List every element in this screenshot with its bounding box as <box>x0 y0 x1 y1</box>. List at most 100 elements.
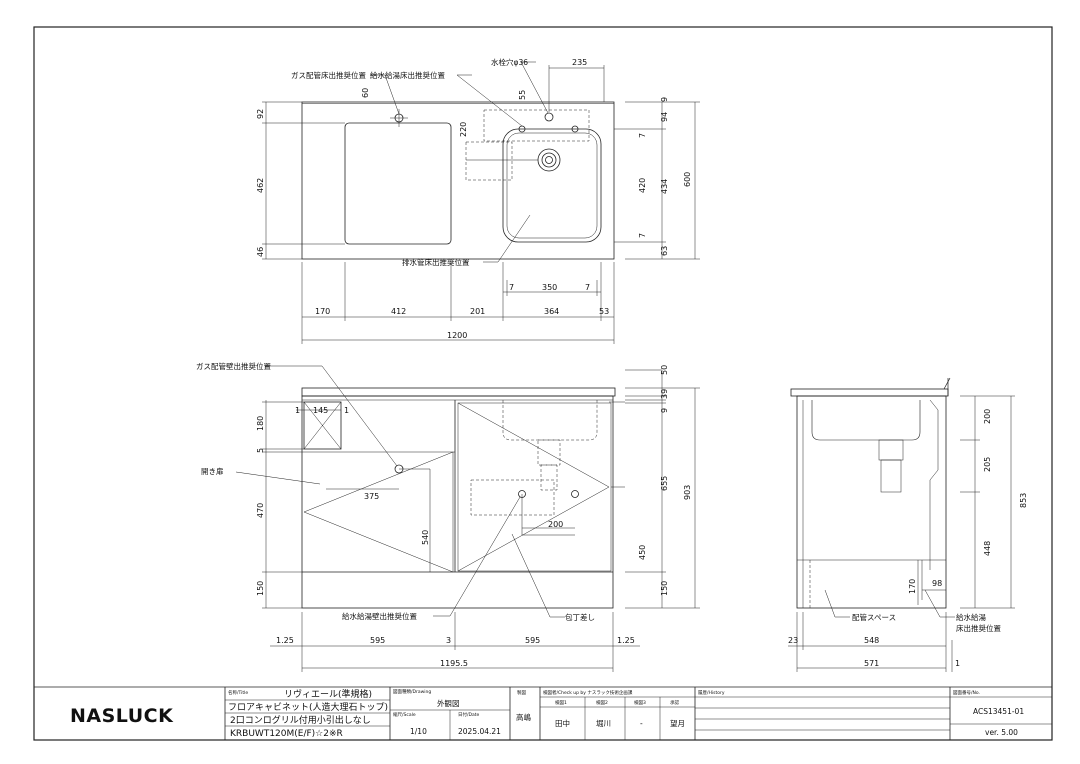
dim-235: 235 <box>572 58 587 67</box>
dim-63: 63 <box>660 246 669 256</box>
dim-94: 94 <box>660 112 669 122</box>
dim-600: 600 <box>683 172 692 187</box>
callout-side-water-2: 床出推奨位置 <box>956 623 1001 633</box>
dim-450: 450 <box>638 545 647 560</box>
callout-water-wall: 給水給湯壁出推奨位置 <box>342 611 417 621</box>
number-value: ACS13451-01 <box>973 707 1024 716</box>
nasluck-logo: NASLUCK <box>70 705 174 727</box>
version-value: ver. 5.00 <box>985 728 1018 737</box>
date-label: 日付/Date <box>458 711 480 718</box>
draft-label: 製図 <box>517 689 526 696</box>
dim-150: 150 <box>256 581 265 596</box>
check-v1: 田中 <box>555 718 570 728</box>
callout-faucet-hole: 水栓穴φ36 <box>491 57 528 67</box>
side-view <box>788 377 1015 672</box>
dim-side-170: 170 <box>908 579 917 594</box>
dim-60: 60 <box>361 88 370 98</box>
dim-side-200: 200 <box>983 409 992 424</box>
dim-462: 462 <box>256 178 265 193</box>
side-view-text: 配管スペース 給水給湯 床出推奨位置 200 205 448 853 170 9… <box>788 409 1028 668</box>
dim-470: 470 <box>256 503 265 518</box>
dim-434: 434 <box>660 179 669 194</box>
title-line-4: KRBUWT120M(E/F)☆2※R <box>230 729 343 739</box>
side-cabinet <box>796 395 947 609</box>
cabinet-body <box>301 395 614 609</box>
number-label: 図面番号/No. <box>953 689 980 696</box>
dim-side-23: 23 <box>788 636 798 645</box>
dim-420: 420 <box>638 178 647 193</box>
dim-5: 5 <box>256 448 265 453</box>
dim-92: 92 <box>256 109 265 119</box>
dim-side-98: 98 <box>932 579 942 588</box>
top-view <box>262 61 700 344</box>
dim-412: 412 <box>391 307 406 316</box>
drawing-value: 外観図 <box>437 698 460 708</box>
callout-drain-floor: 排水管床出推奨位置 <box>402 257 470 267</box>
check-h1: 検図1 <box>555 699 567 706</box>
callout-knife: 包丁差し <box>565 612 595 622</box>
countertop-outline <box>301 101 615 260</box>
date-value: 2025.04.21 <box>458 727 501 736</box>
sink-bowl <box>502 128 602 243</box>
draft-value: 高嶋 <box>516 712 531 722</box>
dim-3: 3 <box>446 636 451 645</box>
title-line-2: フロアキャビネット(人造大理石トップ) <box>228 701 388 713</box>
dim-145: 145 <box>313 406 328 415</box>
drawing-label: 図面種類/Drawing <box>393 688 431 695</box>
check-v3: - <box>640 719 643 728</box>
front-view <box>235 365 700 672</box>
dim-50: 50 <box>660 365 669 375</box>
callout-gas-floor: ガス配管床出推奨位置 <box>291 70 366 80</box>
dim-side-571: 571 <box>864 659 879 668</box>
check-h4: 承認 <box>670 699 679 706</box>
dim-1a: 1 <box>295 406 300 415</box>
dim-9: 9 <box>660 97 669 102</box>
dim-side-205: 205 <box>983 457 992 472</box>
dim-7a: 7 <box>638 133 647 138</box>
check-v4: 望月 <box>670 718 685 728</box>
dim-side-448: 448 <box>983 541 992 556</box>
dim-39: 39 <box>660 389 669 399</box>
dim-9-front: 9 <box>660 408 669 413</box>
callout-side-water-1: 給水給湯 <box>956 612 986 622</box>
knife-holder-box <box>303 401 342 450</box>
title-label: 名称/Title <box>228 689 248 696</box>
sheet-frame <box>33 26 1053 741</box>
dim-7b: 7 <box>638 233 647 238</box>
dim-375: 375 <box>364 492 379 501</box>
dim-201: 201 <box>470 307 485 316</box>
dim-595-right: 595 <box>525 636 540 645</box>
title-block <box>34 686 1052 740</box>
history-label: 履歴/History <box>698 690 725 696</box>
callout-door: 開き扉 <box>201 466 224 476</box>
dim-595-left: 595 <box>370 636 385 645</box>
dim-55: 55 <box>518 90 527 100</box>
dim-1195-5: 1195.5 <box>440 659 468 668</box>
dim-7c: 7 <box>509 283 514 292</box>
cooktop-cutout <box>344 122 452 245</box>
dim-1-25-left: 1.25 <box>276 636 294 645</box>
front-view-text: ガス配管壁出推奨位置 開き扉 給水給湯壁出推奨位置 包丁差し 1 145 1 1… <box>196 361 692 668</box>
scale-value: 1/10 <box>410 727 427 736</box>
dim-200: 200 <box>548 520 563 529</box>
dim-655: 655 <box>660 476 669 491</box>
dim-1b: 1 <box>344 406 349 415</box>
callout-water-floor: 給水給湯床出推奨位置 <box>370 70 445 80</box>
check-h2: 検図2 <box>596 699 608 706</box>
front-countertop <box>301 387 616 397</box>
dim-side-853: 853 <box>1019 493 1028 508</box>
dim-170: 170 <box>315 307 330 316</box>
check-h3: 検図3 <box>634 699 646 706</box>
faucet-hole <box>544 112 554 122</box>
dim-53: 53 <box>599 307 609 316</box>
callout-pipe-space: 配管スペース <box>852 612 896 622</box>
title-line-3: 2口コンログリル付用小引出しなし <box>230 714 371 726</box>
dim-1200: 1200 <box>447 331 467 340</box>
top-view-text: ガス配管床出推奨位置 給水給湯床出推奨位置 水栓穴φ36 排水管床出推奨位置 2… <box>256 57 692 340</box>
dim-364: 364 <box>544 307 559 316</box>
dim-350: 350 <box>542 283 557 292</box>
title-block-text: NASLUCK 名称/Title リヴィエール(準規格) フロアキャビネット(人… <box>70 688 1024 739</box>
drain-outlet <box>537 148 561 172</box>
dim-220: 220 <box>459 122 468 137</box>
